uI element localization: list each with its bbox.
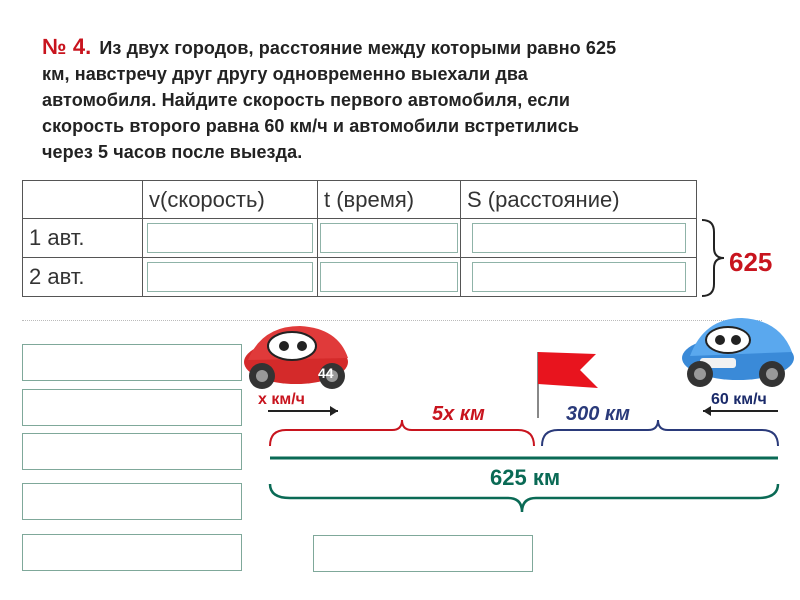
- cell-speed-car2[interactable]: [142, 257, 318, 297]
- answer-box-6[interactable]: [313, 535, 533, 572]
- car-number: 44: [318, 365, 334, 381]
- total-value: 625: [729, 247, 773, 277]
- car2-speed-label: 60 км/ч: [711, 391, 767, 408]
- table-row: 1 авт.: [22, 218, 697, 258]
- answer-box-5[interactable]: [22, 534, 242, 571]
- table-header-empty: [22, 180, 143, 219]
- car1-speed-label: х км/ч: [258, 391, 305, 408]
- row-label-car2: 2 авт.: [22, 257, 143, 297]
- divider: [22, 320, 762, 321]
- cell-time-car2[interactable]: [317, 257, 461, 297]
- answer-box-1[interactable]: [22, 344, 242, 381]
- answer-box-3[interactable]: [22, 433, 242, 470]
- answer-box-2[interactable]: [22, 389, 242, 426]
- problem-number: № 4.: [42, 34, 92, 59]
- table-row: 2 авт.: [22, 257, 697, 297]
- table-header-distance: S (расстояние): [460, 180, 697, 219]
- solution-table: v(скорость) t (время) S (расстояние) 1 а…: [22, 180, 697, 297]
- meeting-flag-icon: [537, 352, 598, 418]
- row-label-car1: 1 авт.: [22, 218, 143, 258]
- total-brace-icon: [701, 219, 725, 297]
- table-header-time: t (время): [317, 180, 461, 219]
- problem-line-2: км, навстречу друг другу одновременно вы…: [42, 64, 528, 84]
- segment2-label: 300 км: [566, 403, 630, 425]
- cell-time-car1[interactable]: [317, 218, 461, 258]
- segment1-brace-icon: [269, 419, 535, 447]
- problem-statement: № 4.Из двух городов, расстояние между ко…: [42, 34, 762, 165]
- blue-car-icon: [682, 318, 794, 387]
- problem-line-1: № 4.Из двух городов, расстояние между ко…: [42, 34, 617, 59]
- segment2-brace-icon: [541, 419, 779, 447]
- segment1-label: 5х км: [432, 403, 485, 425]
- cell-distance-car2[interactable]: [460, 257, 697, 297]
- red-car-icon: 44: [244, 326, 348, 389]
- problem-line-5: через 5 часов после выезда.: [42, 142, 303, 162]
- cell-distance-car1[interactable]: [460, 218, 697, 258]
- total-distance-label: 625 км: [490, 465, 561, 490]
- table-header-row: v(скорость) t (время) S (расстояние): [22, 180, 697, 219]
- answer-box-4[interactable]: [22, 483, 242, 520]
- problem-line-3: автомобиля. Найдите скорость первого авт…: [42, 90, 571, 110]
- problem-line-4: скорость второго равна 60 км/ч и автомоб…: [42, 116, 579, 136]
- total-distance-brace-icon: [268, 483, 780, 513]
